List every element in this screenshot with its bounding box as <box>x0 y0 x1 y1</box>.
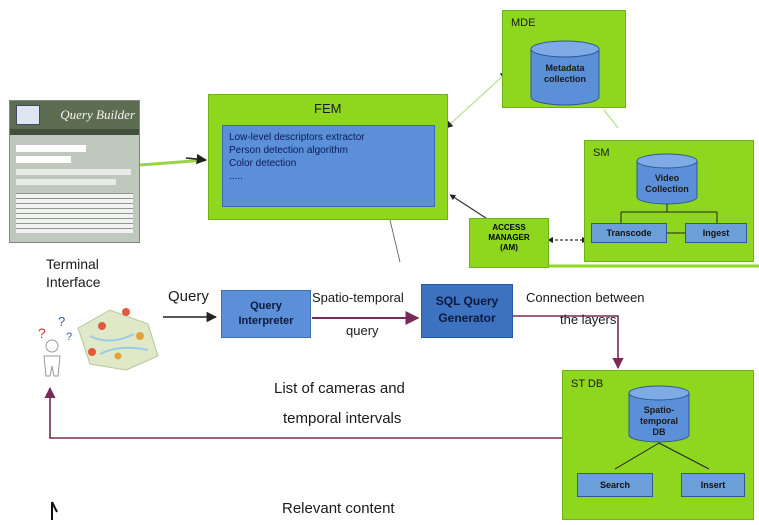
spatio-temporal-line1: Spatio-temporal <box>312 290 404 305</box>
video-db-icon <box>620 153 718 234</box>
form-field[interactable] <box>16 156 71 163</box>
query-interpreter-box: Query Interpreter <box>221 290 311 338</box>
fem-list-panel: Low-level descriptors extractor Person d… <box>222 125 435 207</box>
fem-mde-connector <box>445 71 508 129</box>
terminal-interface-screenshot: Query Builder <box>9 100 140 243</box>
sql-generator-label: SQL Query Generator <box>435 294 499 325</box>
stdb-block: ST DB Spatio-temporal DB Search Insert <box>562 370 754 520</box>
terminal-logo-icon <box>16 105 40 125</box>
stdb-to-user-arrow <box>44 386 562 439</box>
am-line3: (AM) <box>500 243 518 252</box>
insert-box: Insert <box>681 473 745 497</box>
connection-line2: the layers <box>560 312 617 327</box>
fem-item: Person detection algorithm <box>229 145 348 156</box>
fem-title: FEM <box>314 101 342 116</box>
stdb-db-icon <box>614 385 710 470</box>
fem-am-connector <box>449 194 495 224</box>
user-map-illustration: ? ? ? <box>30 296 160 386</box>
fem-item: Color detection <box>229 158 297 169</box>
form-row <box>16 179 116 185</box>
sql-to-stdb-arrow <box>513 315 624 370</box>
map-icon <box>77 308 159 371</box>
terminal-label-line2: Interface <box>46 274 101 290</box>
fem-block: FEM Low-level descriptors extractor Pers… <box>208 94 448 220</box>
stdb-title: ST DB <box>571 378 604 390</box>
connection-line1: Connection between <box>526 290 645 305</box>
sql-generator-box: SQL Query Generator <box>421 284 513 338</box>
search-box: Search <box>577 473 653 497</box>
access-manager-block: ACCESS MANAGER (AM) <box>469 218 549 268</box>
transcode-box: Transcode <box>591 223 667 243</box>
list-cameras-line2: temporal intervals <box>283 410 402 427</box>
spatio-temporal-line2: query <box>346 323 379 338</box>
query-builder-header: Query Builder <box>10 101 139 129</box>
sm-title: SM <box>593 147 610 159</box>
metadata-db-label: Metadata collection <box>543 63 586 84</box>
svg-text:?: ? <box>38 325 46 341</box>
svg-text:?: ? <box>66 331 72 343</box>
query-label: Query <box>168 288 209 305</box>
mde-block: MDE Metadata collection <box>502 10 626 108</box>
form-row <box>16 169 131 175</box>
relevant-content-label: Relevant content <box>282 500 395 517</box>
sm-mde-connector <box>603 109 619 129</box>
am-line1: ACCESS <box>492 223 526 232</box>
mde-title: MDE <box>511 17 536 29</box>
form-field[interactable] <box>16 145 86 152</box>
query-interpreter-label: Query Interpreter <box>238 300 294 327</box>
terminal-label-line1: Terminal <box>46 256 99 272</box>
svg-text:?: ? <box>58 314 65 329</box>
metadata-db-icon <box>530 40 600 106</box>
am-line2: MANAGER <box>488 233 530 242</box>
cursor-mark <box>51 501 58 520</box>
terminal-to-fem-connector <box>139 158 207 167</box>
result-table <box>16 193 133 233</box>
query-builder-title: Query Builder <box>60 107 135 122</box>
stdb-db-label: Spatio-temporal DB <box>639 405 678 437</box>
ingest-box: Ingest <box>685 223 747 243</box>
sm-block: SM Video Collection Transcode Ingest <box>584 140 754 262</box>
list-cameras-line1: List of cameras and <box>274 380 405 397</box>
video-db-label: Video Collection <box>645 173 689 194</box>
fem-item: Low-level descriptors extractor <box>229 132 365 143</box>
fem-item: ..... <box>229 171 243 182</box>
person-icon: ? ? ? <box>38 314 72 377</box>
